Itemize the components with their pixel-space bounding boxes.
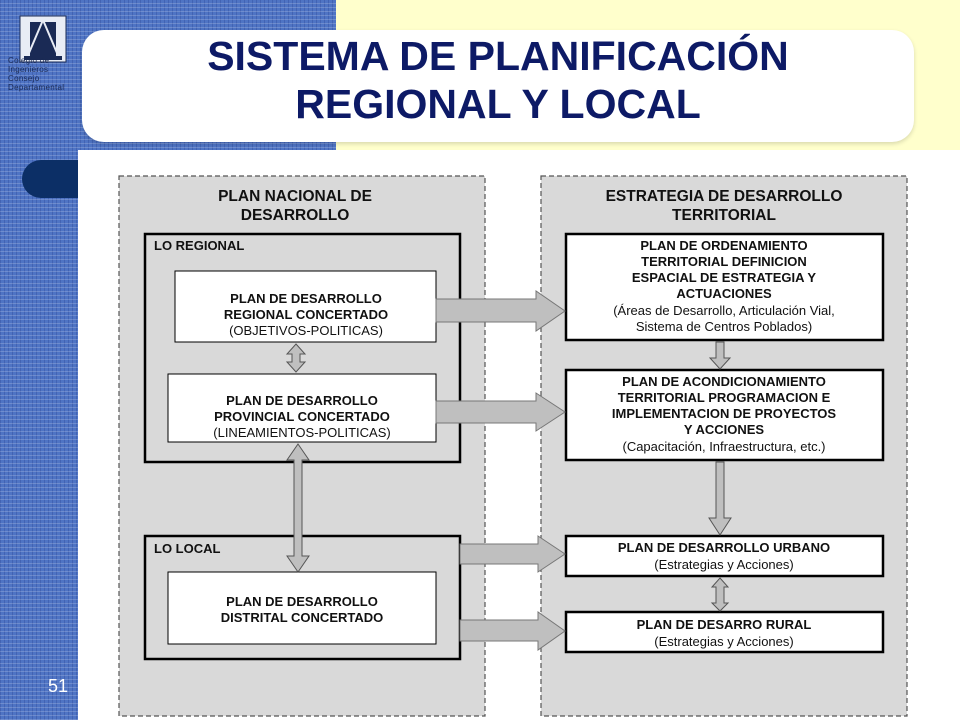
- arrow-urbano-rural: [710, 577, 730, 612]
- arrow-ordenamiento-acondicionamiento: [708, 341, 732, 370]
- acondicionamiento-line3: IMPLEMENTACION DE PROYECTOS: [612, 406, 836, 421]
- arrow-regional-provincial: [285, 343, 307, 373]
- ordenamiento-line2: TERRITORIAL DEFINICION: [641, 254, 807, 269]
- regional-plan-line2: REGIONAL CONCERTADO: [224, 307, 388, 322]
- arrow-local-to-urbano: [459, 535, 566, 573]
- acondicionamiento-line4: Y ACCIONES: [684, 422, 765, 437]
- urbano-line1: PLAN DE DESARROLLO URBANO: [618, 540, 830, 555]
- right-header-line1: ESTRATEGIA DE DESARROLLO: [606, 188, 843, 205]
- regional-plan-line1: PLAN DE DESARROLLO: [230, 291, 382, 306]
- arrow-provincial-local: [286, 443, 310, 573]
- right-header-line2: TERRITORIAL: [672, 207, 776, 224]
- arrow-local-to-rural: [459, 611, 566, 651]
- title-line-1: SISTEMA DE PLANIFICACIÓN: [207, 33, 789, 79]
- urbano-box: [564, 534, 885, 578]
- logo-caption: Colegio de Ingenieros Consejo Departamen…: [8, 56, 80, 92]
- arrow-regional-to-ordenamiento: [435, 290, 566, 332]
- logo-text-line1: Colegio de Ingenieros: [8, 56, 50, 74]
- left-header-line2: DESARROLLO: [241, 207, 350, 224]
- left-header-line1: PLAN NACIONAL DE: [218, 188, 372, 205]
- page-title: SISTEMA DE PLANIFICACIÓN REGIONAL Y LOCA…: [82, 32, 914, 128]
- title-box: [82, 30, 914, 142]
- rural-box: [564, 610, 885, 654]
- ordenamiento-box: [564, 232, 885, 342]
- ordenamiento-line6: Sistema de Centros Poblados): [636, 319, 812, 334]
- distrital-plan-line2: DISTRITAL CONCERTADO: [221, 610, 384, 625]
- regional-plan-box: [174, 270, 437, 343]
- regional-label: LO REGIONAL: [154, 238, 244, 253]
- ordenamiento-line3: ESPACIAL DE ESTRATEGIA Y: [632, 270, 817, 285]
- arrow-acondicionamiento-urbano: [708, 461, 732, 536]
- distrital-plan-line1: PLAN DE DESARROLLO: [226, 594, 378, 609]
- provincial-plan-line2: PROVINCIAL CONCERTADO: [214, 409, 390, 424]
- urbano-line2: (Estrategias y Acciones): [654, 557, 793, 572]
- provincial-plan-line1: PLAN DE DESARROLLO: [226, 393, 378, 408]
- provincial-plan-line3: (LINEAMIENTOS-POLITICAS): [213, 425, 390, 440]
- rural-line2: (Estrategias y Acciones): [654, 634, 793, 649]
- distrital-plan-box: [167, 571, 437, 645]
- regional-plan-line3: (OBJETIVOS-POLITICAS): [229, 323, 383, 338]
- ordenamiento-line5: (Áreas de Desarrollo, Articulación Vial,: [613, 303, 835, 318]
- acondicionamiento-line1: PLAN DE ACONDICIONAMIENTO: [622, 374, 826, 389]
- local-label: LO LOCAL: [154, 541, 220, 556]
- rural-line1: PLAN DE DESARRO RURAL: [637, 617, 812, 632]
- arrow-provincial-to-acondicionamiento: [435, 392, 566, 432]
- slide-number: 51: [48, 676, 69, 696]
- provincial-plan-box: [167, 373, 437, 443]
- acondicionamiento-line5: (Capacitación, Infraestructura, etc.): [622, 439, 825, 454]
- acondicionamiento-box: [564, 368, 885, 462]
- ordenamiento-line4: ACTUACIONES: [676, 286, 772, 301]
- logo-emblem: [19, 15, 67, 63]
- logo-text-line2: Consejo Departamental: [8, 74, 65, 92]
- ordenamiento-line1: PLAN DE ORDENAMIENTO: [640, 238, 807, 253]
- acondicionamiento-line2: TERRITORIAL PROGRAMACION E: [618, 390, 831, 405]
- title-line-2: REGIONAL Y LOCAL: [295, 81, 701, 127]
